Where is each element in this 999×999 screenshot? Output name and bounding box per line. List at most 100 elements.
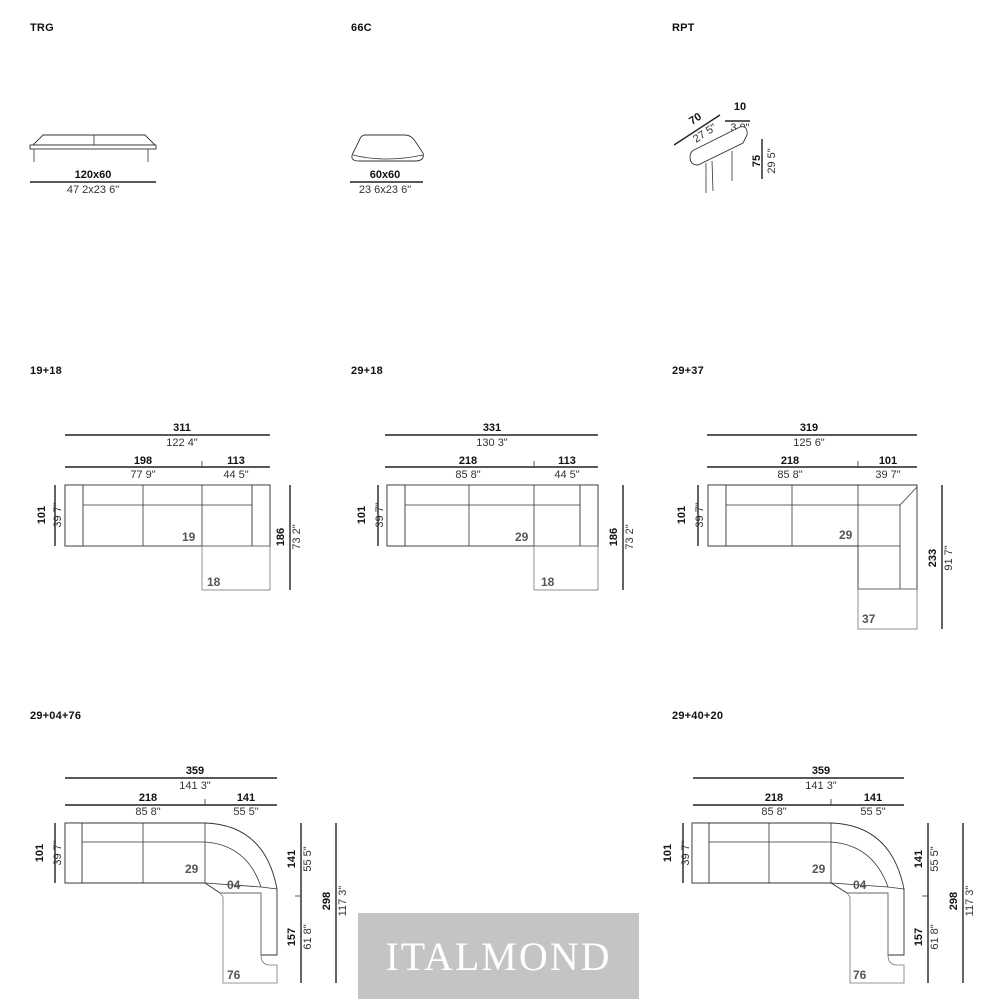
sofa-294020-total: 359 [812, 765, 830, 777]
sofa-290476-mod-c: 76 [227, 968, 241, 982]
sofa-code-1918: 19+18 [30, 365, 62, 377]
sofa-2918-total-in: 130 3" [476, 437, 508, 449]
rpt-width: 10 [734, 101, 746, 113]
sofa-2918-depth-in: 39 7" [374, 502, 386, 527]
sofa-2918-total: 331 [483, 422, 501, 434]
sofa-1918-right-in: 44 5" [223, 469, 248, 481]
sofa-2918-left-in: 85 8" [455, 469, 480, 481]
sofa-2937-drawing: 319 125 6" 218 101 85 8" 39 7" 29 37 101… [676, 422, 955, 630]
sofa-2918-chaise [533, 545, 599, 591]
sofa-1918-chaise [201, 545, 271, 591]
rpt-height-imperial: 29 5" [766, 148, 778, 173]
sofa-2937-mod-a: 29 [839, 528, 853, 542]
sofa-1918-full: 186 [275, 528, 287, 546]
sofa-290476-left-in: 85 8" [135, 806, 160, 818]
rpt-height: 75 [751, 155, 763, 167]
sofa-290476-total-in: 141 3" [179, 780, 211, 792]
sofa-290476-lower: 157 [286, 928, 298, 946]
sofa-294020-mod-a: 29 [812, 862, 826, 876]
sofa-290476-mod-b: 04 [227, 878, 241, 892]
sofa-2937-right: 101 [879, 455, 897, 467]
sofa-294020-upper: 141 [913, 850, 925, 868]
sofa-2918-left: 218 [459, 455, 477, 467]
sofa-290476-body [64, 822, 278, 956]
sofa-290476-depth: 101 [34, 844, 46, 862]
trg-frame [29, 144, 157, 150]
sofa-290476-mod-a: 29 [185, 862, 199, 876]
sofa-2937-left: 218 [781, 455, 799, 467]
ottoman-dim: 60x60 [370, 169, 401, 181]
rpt-depth: 70 [687, 111, 704, 128]
sofa-294020-left: 218 [765, 792, 783, 804]
sofa-code-294020: 29+40+20 [672, 710, 724, 722]
trg-drawing: 120x60 47 2x23 6" [29, 134, 157, 196]
sofa-2937-total-in: 125 6" [793, 437, 825, 449]
sofa-1918-drawing: 311 122 4" 198 113 77 9" 44 5" 19 18 101… [36, 422, 303, 591]
sofa-290476-lower-in: 61 8" [302, 924, 314, 949]
ottoman-drawing: 60x60 23 6x23 6" [350, 134, 424, 196]
sofa-294020-left-in: 85 8" [761, 806, 786, 818]
sofa-2937-arm-left [707, 484, 727, 547]
sofa-1918-left: 198 [134, 455, 152, 467]
sofa-code-290476: 29+04+76 [30, 710, 82, 722]
sofa-290476-full-in: 117 3" [337, 886, 349, 917]
sofa-1918-total: 311 [173, 422, 191, 434]
sofa-290476-left: 218 [139, 792, 157, 804]
sofa-2918-right: 113 [558, 455, 576, 467]
sofa-2937-full: 233 [927, 549, 939, 567]
sofa-290476-chaise [219, 892, 278, 984]
trg-dim: 120x60 [75, 169, 112, 181]
sofa-294020-upper-in: 55 5" [929, 846, 941, 871]
sofa-1918-total-in: 122 4" [166, 437, 198, 449]
sofa-2937-right-in: 39 7" [875, 469, 900, 481]
rpt-seat [689, 126, 748, 166]
sofa-code-2918: 29+18 [351, 365, 383, 377]
sofa-1918-mod-b: 18 [207, 575, 221, 589]
sofa-1918-left-in: 77 9" [130, 469, 155, 481]
sofa-290476-depth-in: 39 7" [52, 840, 64, 865]
sofa-2918-mod-a: 29 [515, 530, 529, 544]
sofa-2918-drawing: 331 130 3" 218 113 85 8" 44 5" 29 18 101… [356, 422, 636, 591]
sofa-2937-mod-b: 37 [862, 612, 876, 626]
sofa-294020-right: 141 [864, 792, 882, 804]
sofa-294020-right-in: 55 5" [860, 806, 885, 818]
sofa-290476-upper-in: 55 5" [302, 846, 314, 871]
sofa-294020-body [691, 822, 905, 956]
sofa-294020-full: 298 [948, 892, 960, 910]
sofa-294020-lower: 157 [913, 928, 925, 946]
item-code-66c: 66C [351, 22, 372, 34]
ottoman-shape [351, 134, 424, 162]
sofa-2937-full-in: 91 7" [943, 545, 955, 570]
sofa-1918-mod-a: 19 [182, 530, 196, 544]
sofa-294020-arm-left [691, 822, 710, 884]
sofa-1918-body [64, 484, 271, 547]
sofa-2937-left-in: 85 8" [777, 469, 802, 481]
item-code-trg: TRG [30, 22, 54, 34]
sofa-2918-mod-b: 18 [541, 575, 555, 589]
sofa-294020-drawing: 359 141 3" 218 141 85 8" 55 5" 29 04 76 … [662, 765, 976, 984]
sofa-294020-lower-in: 61 8" [929, 924, 941, 949]
sofa-290476-right: 141 [237, 792, 255, 804]
sofa-1918-arm-right [251, 484, 271, 547]
sofa-1918-depth-in: 39 7" [52, 502, 64, 527]
sofa-2918-depth: 101 [356, 506, 368, 524]
sofa-294020-mod-b: 04 [853, 878, 867, 892]
sofa-2937-depth: 101 [676, 506, 688, 524]
sofa-2918-right-in: 44 5" [554, 469, 579, 481]
sofa-290476-upper: 141 [286, 850, 298, 868]
sofa-294020-depth-in: 39 7" [680, 840, 692, 865]
sofa-1918-depth: 101 [36, 506, 48, 524]
sofa-294020-depth: 101 [662, 844, 674, 862]
sofa-2937-depth-in: 39 7" [694, 502, 706, 527]
sofa-2918-arm-left [386, 484, 406, 547]
sofa-290476-right-in: 55 5" [233, 806, 258, 818]
sofa-1918-full-in: 73 2" [291, 524, 303, 549]
sofa-2918-body [386, 484, 599, 547]
item-code-rpt: RPT [672, 22, 695, 34]
sofa-294020-chaise [846, 892, 905, 984]
rpt-drawing: 10 3 9" 70 27 5" 75 29 5" [673, 101, 778, 193]
italmond-watermark: ITALMOND [358, 913, 639, 999]
sofa-2918-full: 186 [608, 528, 620, 546]
sofa-2918-full-in: 73 2" [624, 524, 636, 549]
sofa-2937-total: 319 [800, 422, 818, 434]
